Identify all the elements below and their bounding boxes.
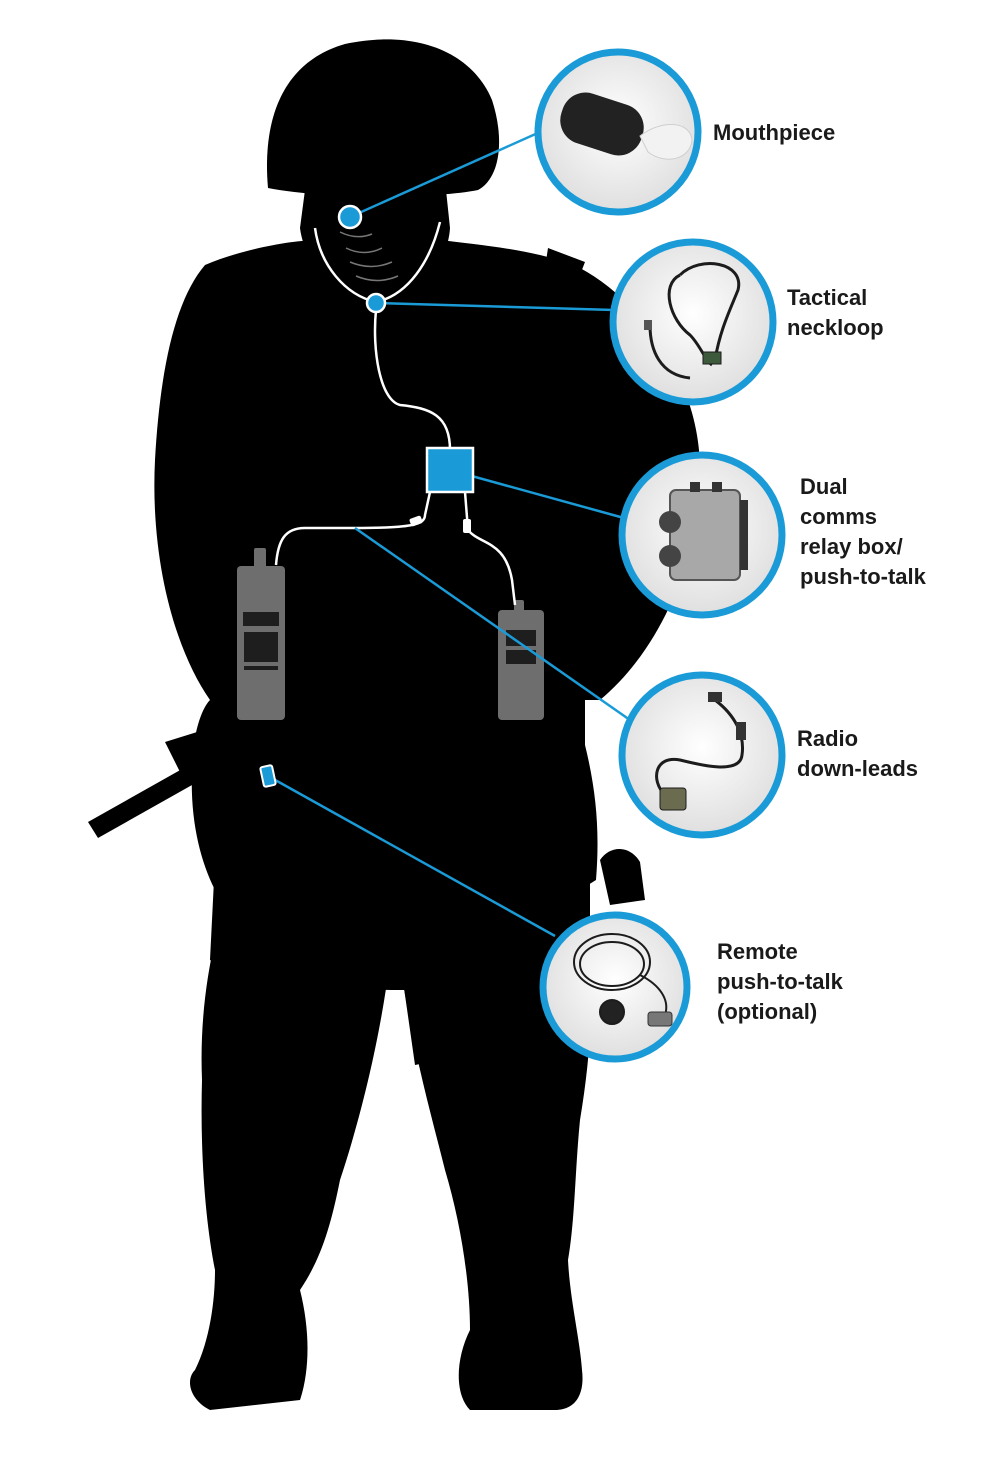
ptt-switch-photo-icon	[573, 933, 673, 1027]
label-line: down-leads	[797, 756, 919, 781]
cable-photo-icon	[655, 692, 746, 811]
label-relay-box: Dual comms relay box/ push-to-talk	[800, 472, 926, 592]
callout-remote-ptt	[539, 911, 691, 1063]
label-line: comms	[800, 504, 878, 529]
neckloop-marker	[365, 292, 387, 314]
callout-relay-box	[618, 451, 786, 619]
label-line: neckloop	[787, 315, 884, 340]
label-line: Radio	[797, 726, 859, 751]
remote-ptt-marker	[259, 764, 277, 788]
label-line: Tactical	[787, 285, 868, 310]
label-line: Mouthpiece	[713, 120, 836, 145]
left-radio	[237, 548, 285, 720]
leader-lines	[267, 130, 631, 938]
label-line: relay box/	[800, 534, 903, 559]
label-neckloop: Tactical neckloop	[787, 283, 884, 343]
mouthpiece-photo-icon	[560, 92, 693, 160]
callout-down-leads	[618, 671, 786, 839]
callout-neckloop	[609, 238, 777, 406]
label-line: push-to-talk	[717, 969, 843, 994]
label-mouthpiece: Mouthpiece	[713, 118, 835, 148]
label-line: (optional)	[717, 999, 818, 1024]
face-lines	[339, 231, 399, 282]
cable-connectors	[409, 515, 471, 533]
label-line: Dual	[800, 474, 848, 499]
neckloop-photo-icon	[644, 262, 741, 380]
right-radio	[498, 600, 544, 720]
body-markers	[259, 204, 475, 788]
label-down-leads: Radio down-leads	[797, 724, 918, 784]
relay-box-marker	[425, 446, 475, 494]
label-line: Remote	[717, 939, 798, 964]
label-line: push-to-talk	[800, 564, 926, 589]
relay-box-photo-icon	[659, 482, 748, 581]
soldier-silhouette	[88, 39, 700, 1410]
label-remote-ptt: Remote push-to-talk (optional)	[717, 937, 843, 1027]
callout-mouthpiece	[534, 48, 702, 216]
mouthpiece-marker	[337, 204, 363, 230]
